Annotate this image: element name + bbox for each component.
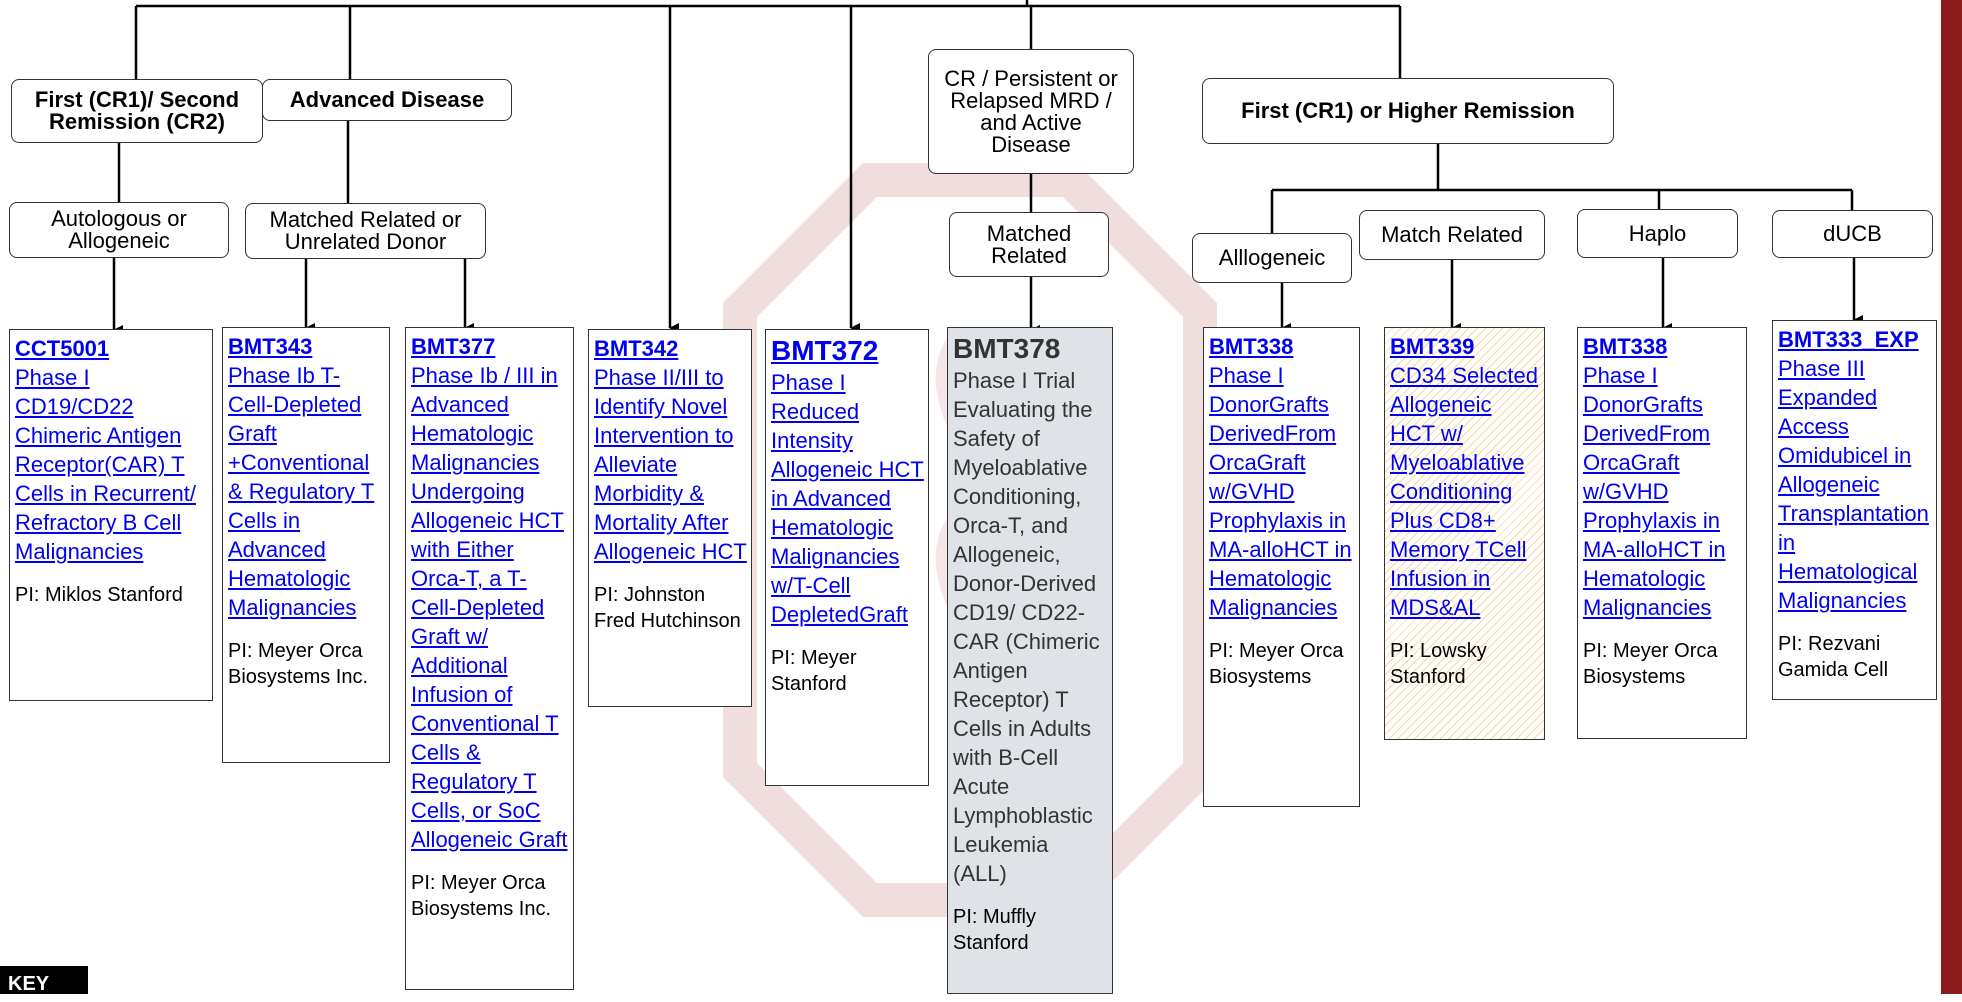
node-advanced-disease: Advanced Disease bbox=[262, 79, 512, 121]
node-label: First (CR1) or Higher Remission bbox=[1241, 98, 1575, 123]
node-label: Matched Related or Unrelated Donor bbox=[269, 207, 462, 254]
node-label: Advanced Disease bbox=[289, 87, 485, 112]
trial-box-bmt339: BMT339 CD34 Selected Allogeneic HCT w/ M… bbox=[1384, 327, 1545, 740]
trial-box-bmt338-haplo: BMT338 Phase I DonorGrafts DerivedFrom O… bbox=[1577, 327, 1747, 739]
trial-id-link[interactable]: BMT377 bbox=[411, 334, 496, 359]
trial-id-link[interactable]: BMT338 bbox=[1209, 334, 1294, 359]
trial-id-link[interactable]: BMT339 bbox=[1390, 334, 1475, 359]
trial-box-bmt378: BMT378 Phase I Trial Evaluating the Safe… bbox=[947, 327, 1113, 994]
node-first-higher-remission: First (CR1) or Higher Remission bbox=[1202, 78, 1614, 144]
trial-title-link[interactable]: Phase III Expanded Access Omidubicel in … bbox=[1778, 356, 1929, 613]
node-cr-persistent: CR / Persistent or Relapsed MRD / and Ac… bbox=[928, 49, 1134, 174]
trial-site: Gamida Cell bbox=[1778, 659, 1889, 681]
trial-title-link[interactable]: CD34 Selected Allogeneic HCT w/ Myeloabl… bbox=[1390, 363, 1538, 620]
node-matched-related: Matched Related bbox=[949, 212, 1109, 277]
trial-box-bmt338-allogeneic: BMT338 Phase I DonorGrafts DerivedFrom O… bbox=[1203, 327, 1360, 807]
trial-title-link[interactable]: Phase II/III to Identify Novel Intervent… bbox=[594, 365, 747, 564]
trial-site: Stanford bbox=[953, 932, 1029, 954]
trial-box-bmt377: BMT377 Phase Ib / III in Advanced Hemato… bbox=[405, 327, 574, 990]
trial-site: Fred Hutchinson bbox=[594, 610, 741, 632]
trial-site: Orca Biosystems Inc. bbox=[411, 872, 552, 920]
node-label: Haplo bbox=[1628, 220, 1687, 246]
trial-title-link[interactable]: Phase I DonorGrafts DerivedFrom OrcaGraf… bbox=[1583, 363, 1726, 620]
trial-id-link[interactable]: BMT343 bbox=[228, 334, 313, 359]
trial-id: BMT378 bbox=[953, 333, 1061, 364]
trial-box-cct5001: CCT5001 Phase I CD19/CD22 Chimeric Antig… bbox=[9, 329, 213, 701]
node-label: Match Related bbox=[1381, 222, 1523, 247]
trial-title-link[interactable]: Phase I Reduced Intensity Allogeneic HCT… bbox=[771, 370, 924, 627]
trial-box-bmt333-exp: BMT333_EXP Phase III Expanded Access Omi… bbox=[1772, 320, 1937, 700]
trial-site: Stanford bbox=[771, 673, 847, 695]
trial-id-link[interactable]: BMT338 bbox=[1583, 334, 1668, 359]
node-label: Autologous or Allogeneic bbox=[51, 206, 187, 253]
node-label: CR / Persistent or Relapsed MRD / and Ac… bbox=[944, 65, 1118, 157]
node-label: Matched Related bbox=[986, 220, 1072, 268]
trial-pi: PI: Meyer bbox=[1583, 640, 1669, 662]
node-haplo: Haplo bbox=[1577, 209, 1738, 258]
trial-id-link[interactable]: BMT342 bbox=[594, 336, 679, 361]
trial-site: Orca Biosystems bbox=[1209, 640, 1344, 688]
node-label: dUCB bbox=[1823, 221, 1882, 246]
node-ducb: dUCB bbox=[1772, 210, 1933, 258]
trial-pi: PI: Meyer bbox=[771, 647, 857, 669]
trial-pi: PI: Miklos bbox=[15, 584, 102, 606]
trial-pi: PI: Muffly bbox=[953, 906, 1036, 928]
trial-site: Orca Biosystems Inc. bbox=[228, 640, 369, 688]
trial-title: Phase I Trial Evaluating the Safety of M… bbox=[953, 368, 1100, 886]
trial-pi: PI: Meyer bbox=[228, 640, 314, 662]
node-alllogeneic: Alllogeneic bbox=[1192, 233, 1352, 283]
trial-title-link[interactable]: Phase Ib T-Cell-Depleted Graft +Conventi… bbox=[228, 363, 375, 620]
trial-title-link[interactable]: Phase I CD19/CD22 Chimeric Antigen Recep… bbox=[15, 365, 196, 564]
trial-box-bmt343: BMT343 Phase Ib T-Cell-Depleted Graft +C… bbox=[222, 327, 390, 763]
node-autologous-allogeneic: Autologous or Allogeneic bbox=[9, 202, 229, 258]
right-accent-bar bbox=[1941, 0, 1962, 994]
node-label: First (CR1)/ Second Remission (CR2) bbox=[34, 87, 240, 134]
trial-id-link[interactable]: CCT5001 bbox=[15, 336, 110, 361]
key-label: KEY bbox=[0, 966, 88, 995]
trial-id-link[interactable]: BMT372 bbox=[771, 335, 879, 366]
trial-box-bmt342: BMT342 Phase II/III to Identify Novel In… bbox=[588, 329, 752, 707]
trial-pi: PI: Meyer bbox=[1209, 640, 1295, 662]
trial-site: Orca Biosystems bbox=[1583, 640, 1718, 688]
node-match-related: Match Related bbox=[1359, 210, 1545, 260]
trial-pi: PI: Meyer bbox=[411, 872, 497, 894]
trial-pi: PI: Lowsky bbox=[1390, 640, 1487, 662]
node-label: Alllogeneic bbox=[1218, 245, 1326, 270]
trial-pi: PI: Johnston bbox=[594, 584, 706, 606]
trial-box-bmt372: BMT372 Phase I Reduced Intensity Allogen… bbox=[765, 329, 929, 786]
node-first-second-remission: First (CR1)/ Second Remission (CR2) bbox=[11, 79, 263, 143]
node-matched-related-unrelated: Matched Related or Unrelated Donor bbox=[245, 203, 486, 259]
trial-title-link[interactable]: Phase Ib / III in Advanced Hematologic M… bbox=[411, 363, 568, 852]
trial-id-link[interactable]: BMT333_EXP bbox=[1778, 327, 1919, 352]
trial-site: Stanford bbox=[1390, 666, 1466, 688]
trial-pi: PI: Rezvani bbox=[1778, 633, 1881, 655]
trial-site: Stanford bbox=[107, 584, 183, 606]
trial-title-link[interactable]: Phase I DonorGrafts DerivedFrom OrcaGraf… bbox=[1209, 363, 1352, 620]
